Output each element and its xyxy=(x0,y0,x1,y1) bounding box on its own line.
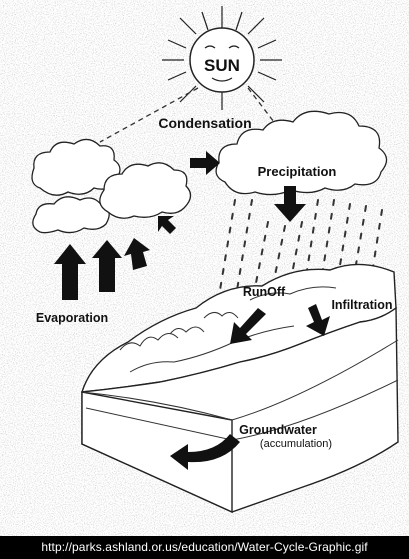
accumulation-label: (accumulation) xyxy=(260,438,332,450)
groundwater-label: Groundwater xyxy=(239,423,317,437)
infiltration-label: Infiltration xyxy=(331,298,392,312)
condensation-label: Condensation xyxy=(158,115,251,131)
source-url-caption: http://parks.ashland.or.us/education/Wat… xyxy=(0,536,409,559)
runoff-label: RunOff xyxy=(243,285,286,299)
water-cycle-diagram: SUN xyxy=(0,0,409,536)
evaporation-label: Evaporation xyxy=(36,311,108,325)
precipitation-label: Precipitation xyxy=(258,164,337,179)
sun-label: SUN xyxy=(204,56,240,75)
